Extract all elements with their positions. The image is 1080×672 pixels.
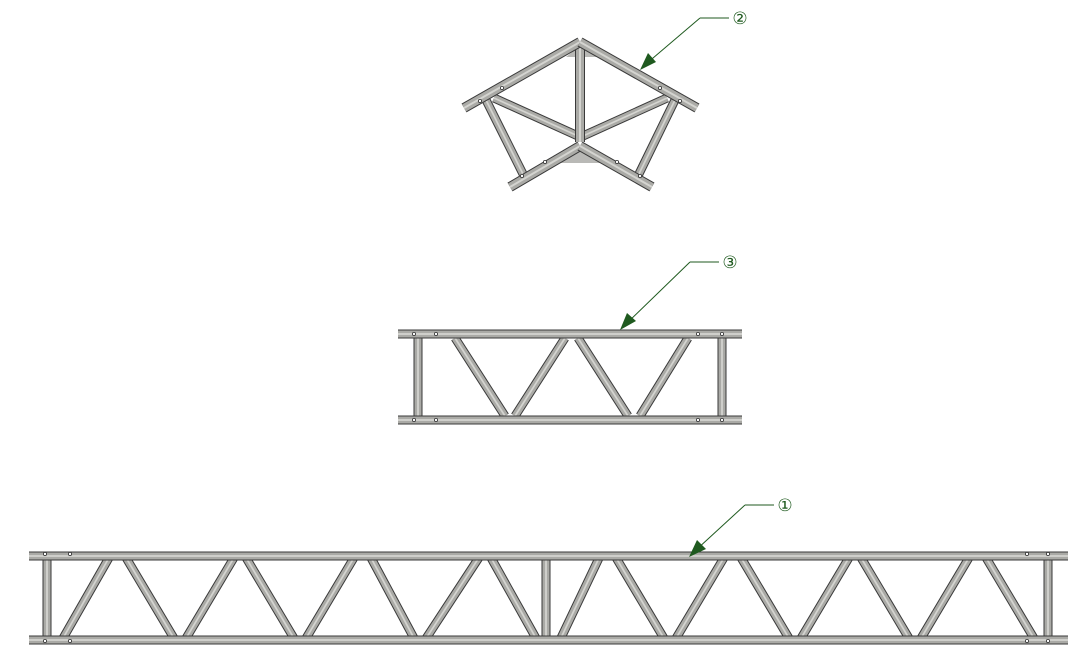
leader-line <box>625 261 691 325</box>
long-truss-section <box>29 551 1068 645</box>
ridge-chord <box>461 37 583 113</box>
side-leg <box>481 97 531 183</box>
diagonal-brace <box>981 553 1039 643</box>
diagonal-brace <box>421 553 484 643</box>
diagonal-brace <box>511 335 569 419</box>
bolt-hole <box>411 331 416 336</box>
bolt-hole <box>43 552 48 557</box>
lower-chord <box>507 141 583 192</box>
leader-line <box>645 17 701 65</box>
diagonal-brace <box>241 553 299 643</box>
bolt-hole <box>638 173 643 178</box>
leader-line <box>695 504 746 551</box>
bolt-hole <box>720 331 725 336</box>
bolt-hole <box>520 173 525 178</box>
balloon-callouts: ② ③ ① <box>620 9 793 557</box>
ridge-chord <box>577 37 700 113</box>
bolt-hole <box>615 159 620 164</box>
diagonal-brace <box>366 553 419 643</box>
short-truss-section <box>398 329 742 425</box>
diagonal-brace <box>486 553 541 643</box>
arrowhead-icon <box>640 53 656 70</box>
diagonal-brace <box>636 335 692 419</box>
diagonal-brace <box>451 335 509 419</box>
diagonal-brace <box>916 553 974 643</box>
diagonal-brace <box>58 553 114 643</box>
balloon-part-1: ① <box>689 496 793 557</box>
balloon-part-3: ③ <box>620 253 738 330</box>
diagonal-brace <box>796 553 854 643</box>
bolt-hole <box>543 159 548 164</box>
side-leg <box>631 98 680 182</box>
diagonal-brace <box>736 553 794 643</box>
bolt-hole <box>68 639 73 644</box>
inner-diagonal <box>581 93 669 141</box>
balloon-label: ② <box>732 9 747 29</box>
bolt-hole <box>1046 639 1051 644</box>
bolt-hole <box>411 417 416 422</box>
bolt-hole <box>433 417 438 422</box>
diagonal-brace <box>181 553 239 643</box>
corner-truss-pentagon <box>461 37 700 192</box>
balloon-label: ③ <box>722 253 737 273</box>
bolt-hole <box>433 331 438 336</box>
bolt-hole <box>678 99 683 104</box>
bolt-hole <box>43 639 48 644</box>
bolt-hole <box>499 86 504 91</box>
bolt-hole <box>1025 552 1030 557</box>
diagonal-brace <box>856 553 914 643</box>
balloon-part-2: ② <box>640 9 748 70</box>
inner-diagonal <box>492 93 580 141</box>
bolt-hole <box>477 99 482 104</box>
balloon-label: ① <box>777 496 792 516</box>
diagonal-brace <box>555 554 605 642</box>
bolt-hole <box>1046 552 1051 557</box>
diagonal-brace <box>611 553 669 643</box>
diagonal-brace <box>574 335 632 419</box>
lower-chord <box>577 141 655 192</box>
bolt-hole <box>696 417 701 422</box>
diagonal-brace <box>671 553 729 643</box>
arrowhead-icon <box>620 313 636 330</box>
bolt-hole <box>68 552 73 557</box>
bolt-hole <box>1025 639 1030 644</box>
arrowhead-icon <box>689 540 706 557</box>
bolt-hole <box>658 86 663 91</box>
bolt-hole <box>696 331 701 336</box>
bolt-hole <box>720 417 725 422</box>
diagonal-brace <box>121 553 179 643</box>
diagonal-brace <box>301 553 359 643</box>
